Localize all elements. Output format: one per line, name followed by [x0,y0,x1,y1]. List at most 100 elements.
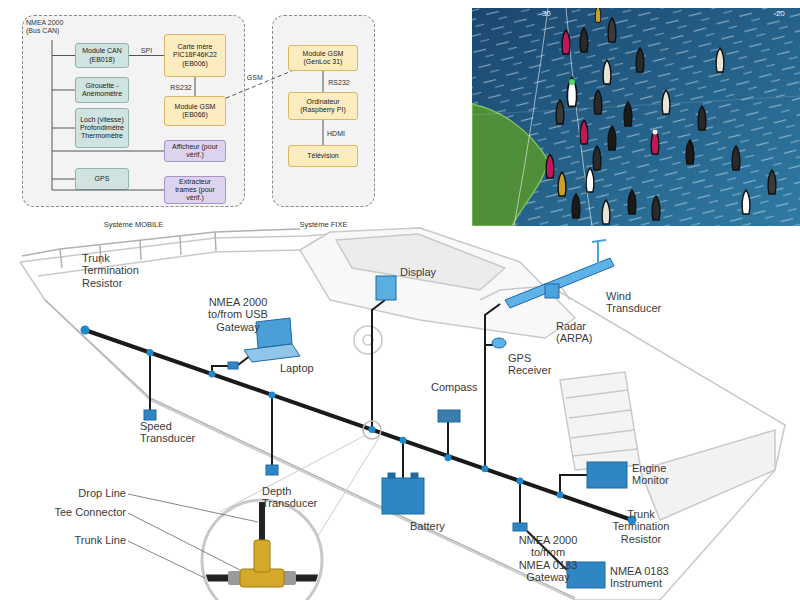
box-label: Girouette - Anémomètre [80,82,124,98]
box-label: GPS [95,175,110,183]
boat-icon [636,48,644,72]
drop-line [271,395,273,465]
map-coordinate: -30 [534,10,556,19]
can-bus-line [52,90,75,91]
system-group: Système MOBILEModule CAN (EB018)Carte mè… [22,15,245,207]
trunk-line [85,330,632,520]
drop-line [527,531,567,570]
tee-connector [517,478,524,485]
boat-icon [572,194,580,218]
device-icon [256,318,292,348]
boat-icon [580,120,588,144]
part-label: NMEA 0183 Instrument [610,565,674,590]
leader-line [128,494,258,578]
boat-icon [628,190,636,214]
zoom-inset [254,540,270,572]
can-bus-line [52,151,164,152]
boat-icon [595,8,600,22]
leader-line [128,541,205,578]
device-icon [376,276,396,300]
can-bus-line [52,55,75,56]
boat-icon [586,168,594,192]
tee-connector [445,454,452,461]
tee-connector [269,391,276,398]
module-box: Module GSM (EB066) [164,96,226,126]
part-label: Speed Transducer [140,420,202,445]
yacht-illustration [354,326,382,354]
boat-icon [556,100,564,124]
tee-connector [482,465,489,472]
yacht-illustration [566,390,637,456]
race-map [472,8,800,226]
zoom-inset [190,495,340,587]
box-label: Module CAN (EB018) [80,47,124,63]
termination-resistor [628,516,637,525]
boat-icon [624,102,632,126]
device-icon [592,240,606,264]
group-heading: Système MOBILE [23,221,244,230]
yacht-illustration [20,228,785,600]
drop-line [372,300,385,430]
yacht-illustration [22,229,300,256]
module-box: Ordinateur (Raspberry PI) [288,92,358,120]
boat-icon [662,90,670,114]
part-label: Trunk Termination Resistor [606,508,676,545]
zoom-inset [363,421,381,439]
part-label: Display [400,266,450,278]
boat-icon [716,48,724,72]
boat-icon [580,28,588,52]
module-box: Extracteur trames (pour vérif.) [164,176,226,204]
drop-line [519,481,521,523]
part-label: NMEA 2000 to/from USB Gateway [205,296,271,333]
module-box: Module GSM (GenLoc 31) [288,45,358,71]
race-map [472,8,800,226]
race-map [472,96,800,115]
boat-icon [652,196,660,220]
box-label: Module GSM (GenLoc 31) [293,50,353,66]
boat-icon [558,172,566,196]
part-label: Drop Line [60,487,126,499]
device-icon [545,284,559,298]
tee-connector [400,437,407,444]
box-label: Carte mère PIC18F46K22 (EB006) [169,43,221,67]
part-label: Depth Transducer [262,485,324,510]
device-icon [505,258,614,308]
can-bus-line [52,190,164,191]
race-map [514,8,548,226]
device-icon [228,362,238,369]
signal-label: GSM [247,73,263,80]
part-label: Laptop [280,362,324,374]
box-label: Ordinateur (Raspberry PI) [293,98,353,114]
module-box: Loch (vitesse) Profondimètre Thermomètre [75,108,129,148]
boat-icon [567,78,576,107]
part-label: Wind Transducer [606,290,668,315]
part-label: Battery [410,520,460,532]
boat-icon [546,8,776,224]
box-label: Extracteur trames (pour vérif.) [169,178,221,202]
boat-icon [602,200,610,224]
boat-icon [698,106,706,130]
module-box: Afficheur (pour vérif.) [164,140,226,162]
can-bus-line [52,40,164,190]
boat-icon [593,146,601,170]
drop-line [402,440,404,478]
can-bus-line [52,128,75,129]
link-line [129,55,164,56]
map-coordinate: -20 [768,10,790,19]
zoom-inset [128,421,381,600]
yacht-illustration [60,232,216,268]
part-label: Tee Connector [30,506,126,518]
box-label: Module GSM (EB066) [169,103,221,119]
module-box: Module CAN (EB018) [75,43,129,68]
device-icon [411,473,418,478]
group-heading: Système FIXE [273,221,374,230]
boat-icon [608,18,616,42]
part-label: Trunk Line [60,534,126,546]
yacht-illustration [560,372,640,470]
tee-connector [147,349,154,356]
device-icon [244,344,300,362]
yacht-illustration [20,228,785,600]
boat-icon [546,154,554,178]
box-label: Loch (vitesse) Profondimètre Thermomètre [80,116,124,140]
